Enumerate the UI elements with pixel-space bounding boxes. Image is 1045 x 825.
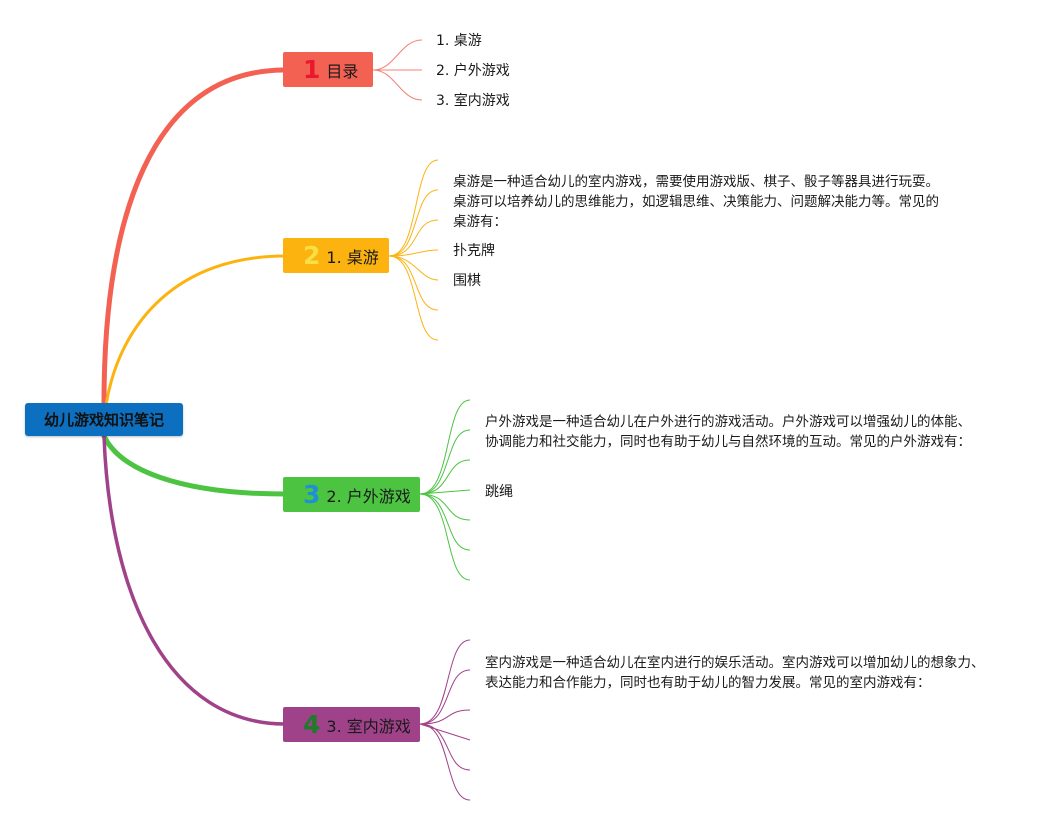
indoor-sub-connectors — [419, 639, 471, 801]
branch-label: 3. 室内游戏 — [326, 716, 411, 736]
outdoor-sub-connectors — [419, 399, 471, 581]
branch-number: 2 — [303, 241, 321, 270]
branch-node-toc[interactable]: 1 目录 — [283, 52, 373, 87]
branch-label: 2. 户外游戏 — [326, 486, 411, 506]
connector-root-indoor — [102, 434, 287, 726]
indoor-games-description[interactable]: 室内游戏是一种适合幼儿在室内进行的娱乐活动。室内游戏可以增加幼儿的想象力、表达能… — [485, 655, 985, 691]
branch-node-outdoor-games[interactable]: 3 2. 户外游戏 — [283, 477, 420, 512]
board-game-item[interactable]: 围棋 — [453, 273, 481, 289]
branch-node-indoor-games[interactable]: 4 3. 室内游戏 — [283, 707, 420, 742]
toc-sub-connectors — [372, 39, 423, 101]
branch-number: 3 — [303, 480, 321, 509]
toc-item[interactable]: 3. 室内游戏 — [436, 93, 510, 109]
branch-node-board-games[interactable]: 2 1. 桌游 — [283, 238, 389, 273]
toc-item[interactable]: 1. 桌游 — [436, 33, 482, 49]
root-node[interactable]: 幼儿游戏知识笔记 — [25, 403, 183, 436]
outdoor-game-item[interactable]: 跳绳 — [485, 484, 513, 500]
board-games-description[interactable]: 桌游是一种适合幼儿的室内游戏，需要使用游戏版、棋子、骰子等器具进行玩耍。桌游可以… — [453, 174, 939, 230]
branch-label: 1. 桌游 — [326, 247, 379, 267]
outdoor-games-description[interactable]: 户外游戏是一种适合幼儿在户外进行的游戏活动。户外游戏可以增强幼儿的体能、协调能力… — [485, 414, 971, 450]
connector-root-outdoor — [101, 433, 288, 497]
toc-item[interactable]: 2. 户外游戏 — [436, 63, 510, 79]
branch-number: 4 — [303, 710, 321, 739]
connector-root-board — [104, 254, 287, 407]
connector-root-toc — [101, 67, 288, 406]
board-sub-connectors — [388, 159, 439, 341]
branch-label: 目录 — [326, 61, 359, 81]
board-game-item[interactable]: 扑克牌 — [453, 243, 495, 259]
root-node-label: 幼儿游戏知识笔记 — [43, 411, 164, 429]
branch-number: 1 — [303, 55, 321, 84]
